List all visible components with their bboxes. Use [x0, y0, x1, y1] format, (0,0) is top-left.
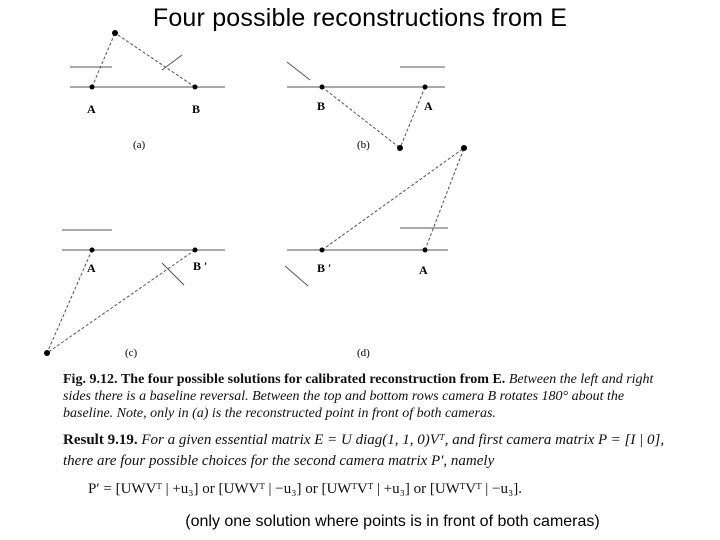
camera-center: [319, 84, 325, 90]
camera-label: A: [419, 263, 428, 277]
camera-label: A: [87, 102, 96, 116]
reconstructed-point: [461, 145, 467, 151]
figure-heading: The four possible solutions for calibrat…: [120, 372, 506, 387]
camera-label: B ′: [193, 259, 207, 273]
panel-a: [70, 32, 225, 88]
ray-from-a: [91, 32, 116, 88]
camera-label: A: [424, 99, 433, 113]
slide-note: (only one solution where points is in fr…: [185, 513, 600, 530]
camera-center: [192, 84, 198, 90]
camera-b-image-plane: [161, 54, 183, 71]
figure-number: Fig. 9.12.: [63, 372, 118, 387]
camera-center: [422, 84, 428, 90]
result-statement: Result 9.19. For a given essential matri…: [63, 430, 683, 472]
camera-label: B: [317, 99, 325, 113]
panel-d: [284, 147, 465, 287]
panel-caption: (d): [357, 347, 370, 359]
camera-center: [89, 84, 95, 90]
reconstructed-point: [112, 30, 118, 36]
result-label: Result 9.19.: [63, 432, 138, 448]
ray-from-b: [114, 32, 196, 88]
panel-b: [286, 61, 445, 149]
camera-center: [319, 247, 325, 253]
camera-center: [192, 247, 198, 253]
figure-caption: Fig. 9.12. The four possible solutions f…: [63, 371, 673, 422]
reconstructed-point: [44, 350, 50, 356]
camera-center: [422, 247, 428, 253]
panel-caption: (c): [125, 347, 138, 359]
reconstruction-figure: A B B A A B ′ B ′ A (a) (b) (c) (d): [44, 30, 467, 359]
camera-matrix-choices: P′ = [UWVᵀ | +u₃] or [UWVᵀ | −u₃] or [UW…: [88, 481, 522, 497]
panel-caption: (b): [357, 139, 370, 151]
reconstructed-point: [397, 145, 403, 151]
ray-from-b: [46, 249, 196, 354]
camera-b-image-plane: [284, 265, 309, 287]
panel-caption: (a): [133, 139, 146, 151]
ray-from-b: [321, 147, 465, 251]
camera-center: [89, 247, 95, 253]
camera-b-image-plane: [286, 61, 311, 81]
camera-label: B: [192, 102, 200, 116]
ray-from-a: [46, 249, 93, 354]
ray-from-b: [321, 86, 401, 149]
ray-from-a: [399, 86, 426, 149]
ray-from-a: [424, 147, 465, 251]
result-text: For a given essential matrix E = U diag(…: [63, 432, 665, 469]
panel-c: [46, 229, 225, 354]
camera-label: A: [87, 261, 96, 275]
camera-b-image-plane: [161, 262, 185, 286]
slide-title: Four possible reconstructions from E: [152, 4, 568, 32]
camera-label: B ′: [317, 261, 331, 275]
figure-caption-body: Between the left and right sides there i…: [63, 372, 654, 421]
